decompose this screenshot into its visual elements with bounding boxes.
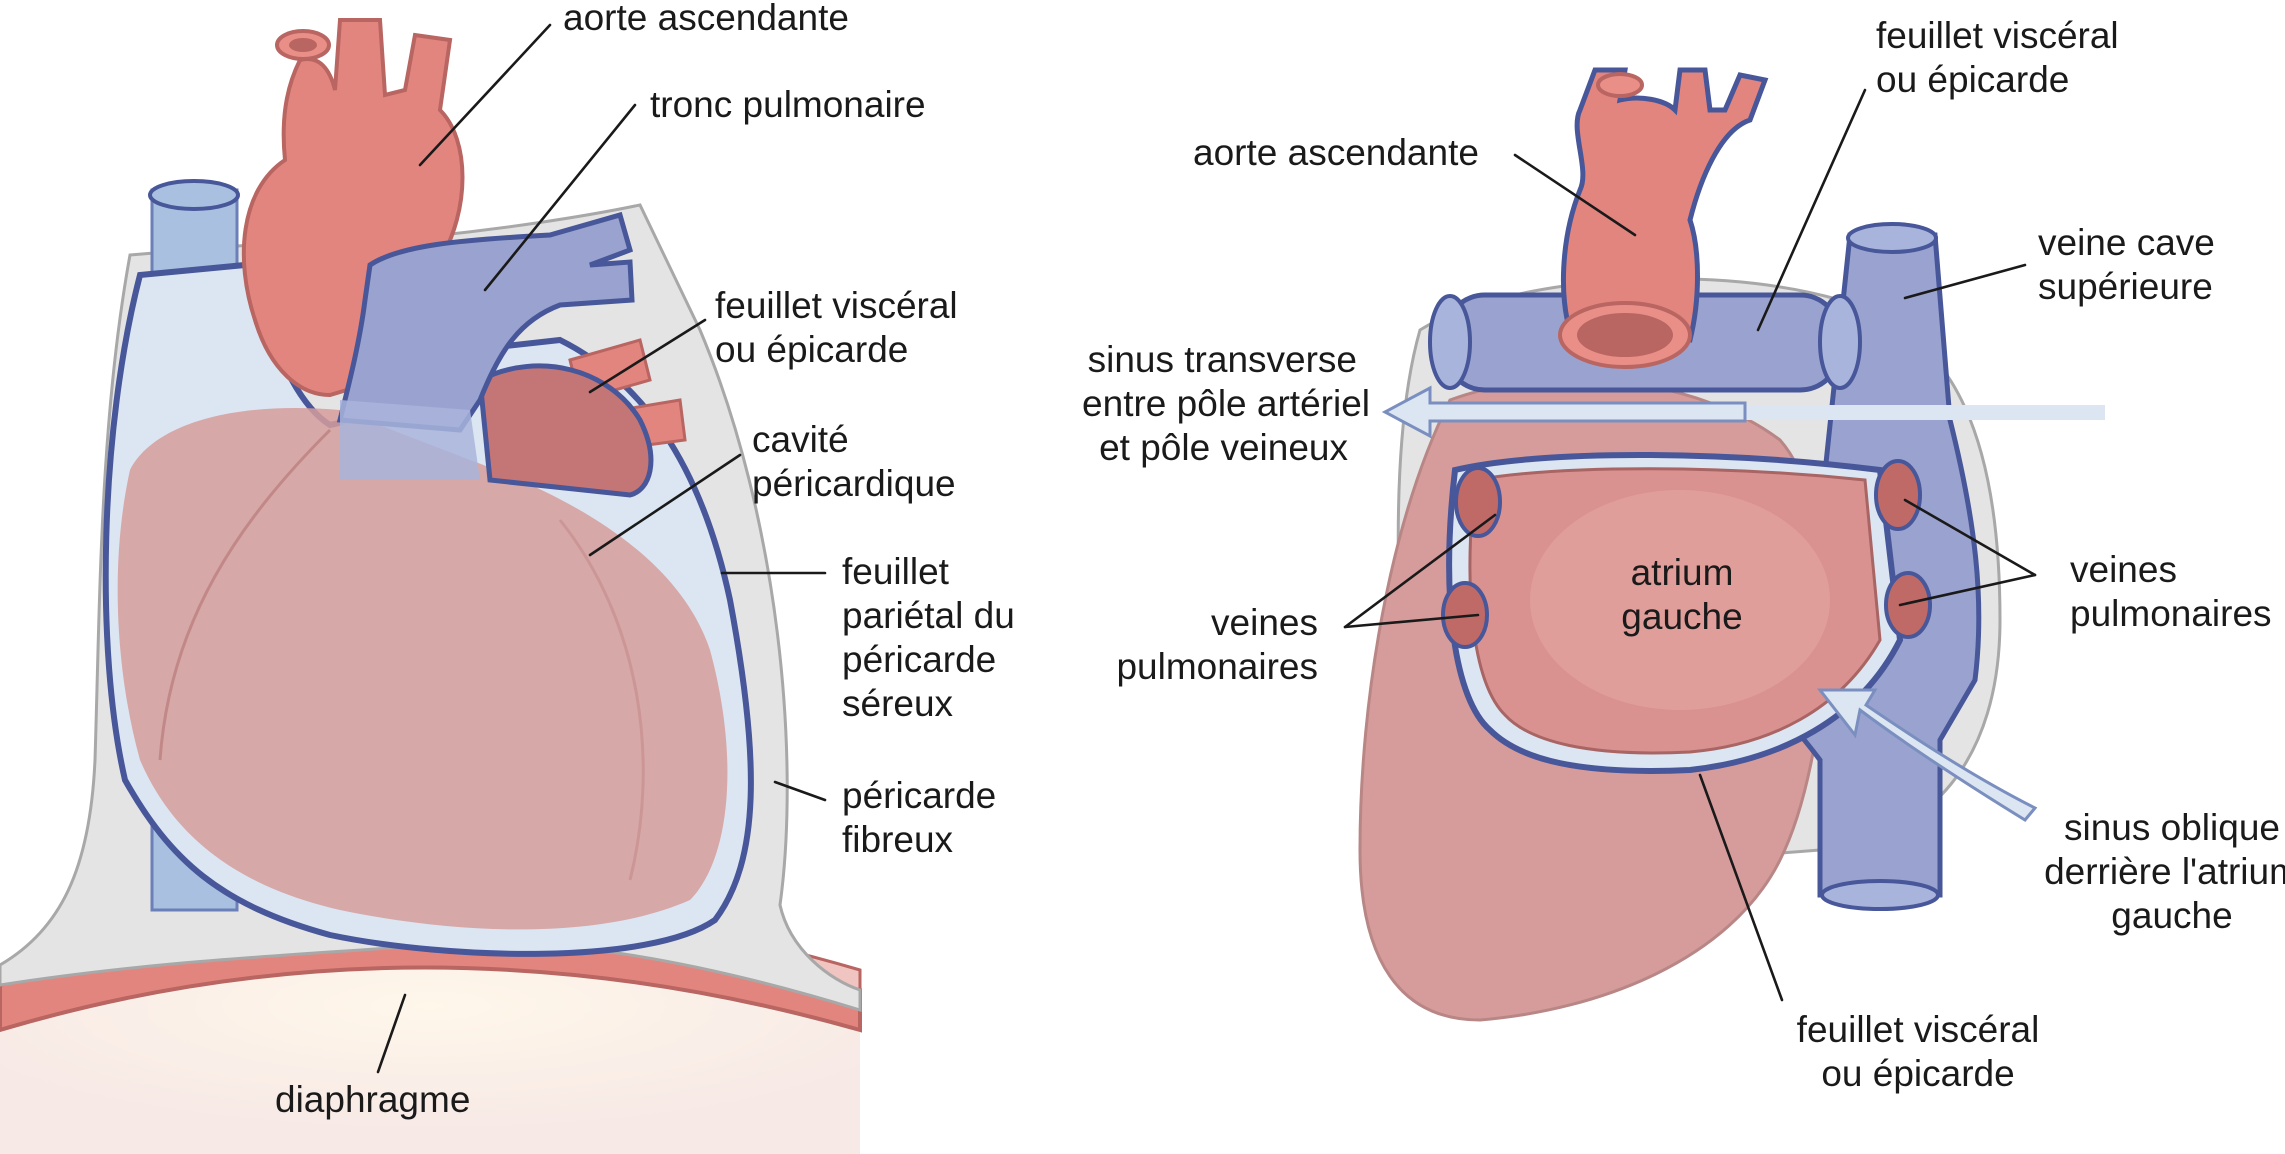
label-right-sinus-o-1: sinus oblique: [2064, 807, 2280, 848]
right-aorta: [1560, 67, 1769, 343]
label-right-vcs-1: veine cave: [2038, 222, 2215, 263]
leader-right-visceral-top: [1756, 88, 1867, 332]
label-right-sinus-t-3: et pôle veineux: [1099, 427, 1348, 468]
left-pulmonary-trunk: [336, 211, 635, 433]
label-right-sinus-o-2: derrière l'atrium: [2044, 851, 2285, 892]
label-right-vp-left-2: pulmonaires: [1116, 646, 1318, 687]
label-left-diaphragme: diaphragme: [275, 1079, 470, 1120]
left-atrium-bulge: [477, 363, 654, 498]
heart-apex-line: [558, 519, 645, 881]
leader-right-aorte: [1513, 153, 1637, 237]
oblique-sinus-arrow: [1816, 688, 2038, 822]
pulmonary-vein-right-lower: [1884, 571, 1932, 639]
label-right-sinus-t-2: entre pôle artériel: [1082, 383, 1370, 424]
transverse-tube-right-end: [1818, 294, 1862, 390]
right-aorta-branch-opening: [1596, 72, 1644, 98]
leader-right-vcs: [1903, 263, 2027, 300]
leader-left-tronc: [483, 103, 637, 292]
label-left-aorte: aorte ascendante: [563, 0, 849, 38]
labels: aorte ascendante tronc pulmonaire feuill…: [275, 0, 2285, 1120]
leader-right-vp-right-a: [1903, 498, 2037, 577]
label-left-parietal-4: séreux: [842, 683, 954, 724]
label-left-parietal-3: péricarde: [842, 639, 996, 680]
left-aorta-opening: [289, 38, 317, 52]
pulmonary-vein-right-upper: [1874, 459, 1922, 531]
left-svc-opening: [148, 179, 240, 211]
label-left-fibreux-1: péricarde: [842, 775, 996, 816]
label-right-vp-right-2: pulmonaires: [2070, 593, 2272, 634]
label-left-parietal-1: feuillet: [842, 551, 950, 592]
label-right-visceral-top-1: feuillet viscéral: [1876, 15, 2119, 56]
leader-lines: [376, 23, 2037, 1074]
leader-right-visceral-bottom: [1698, 773, 1784, 1002]
label-right-atrium-1: atrium: [1631, 552, 1734, 593]
left-conus: [340, 400, 480, 480]
label-right-vp-left-1: veines: [1211, 602, 1318, 643]
heart-septum-line: [158, 428, 332, 761]
leader-left-diaphragme: [376, 993, 407, 1074]
right-svc-top-opening: [1846, 222, 1938, 254]
right-aorta-lumen: [1577, 313, 1673, 357]
atrium-highlight: [1530, 490, 1830, 710]
leader-right-vp-right-b: [1898, 573, 2037, 607]
transverse-sinus-arrow: [1381, 385, 1747, 439]
label-left-parietal-2: pariétal du: [842, 595, 1015, 636]
diaphragm-base: [0, 942, 860, 1154]
leader-right-vp-left-a: [1343, 513, 1497, 629]
leader-left-visceral: [588, 318, 707, 394]
label-right-vcs-2: supérieure: [2038, 266, 2213, 307]
right-ivc-bottom-opening: [1820, 879, 1940, 911]
label-right-atrium-2: gauche: [1621, 596, 1742, 637]
label-left-cavite-2: péricardique: [752, 463, 956, 504]
transverse-sinus-band: [1740, 405, 2105, 420]
label-left-visceral-1: feuillet viscéral: [715, 285, 958, 326]
label-right-visceral-bottom-2: ou épicarde: [1821, 1053, 2014, 1094]
right-panel: [1358, 67, 2105, 1022]
label-right-visceral-top-2: ou épicarde: [1876, 59, 2069, 100]
label-right-sinus-t-1: sinus transverse: [1088, 339, 1357, 380]
transverse-tube-left-end: [1428, 294, 1472, 390]
leader-left-fibreux: [773, 780, 827, 802]
label-left-fibreux-2: fibreux: [842, 819, 954, 860]
label-right-aorte: aorte ascendante: [1193, 132, 1479, 173]
label-right-visceral-bottom-1: feuillet viscéral: [1797, 1009, 2040, 1050]
label-left-tronc: tronc pulmonaire: [650, 84, 926, 125]
label-right-sinus-o-3: gauche: [2111, 895, 2232, 936]
leader-left-cavite: [588, 453, 742, 557]
leader-left-aorte: [418, 23, 552, 167]
left-panel: [0, 18, 862, 1154]
label-left-visceral-2: ou épicarde: [715, 329, 908, 370]
label-right-vp-right-1: veines: [2070, 549, 2177, 590]
label-left-cavite-1: cavité: [752, 419, 849, 460]
leader-right-vp-left-b: [1343, 613, 1480, 629]
pulmonary-vein-left-upper: [1454, 466, 1502, 538]
